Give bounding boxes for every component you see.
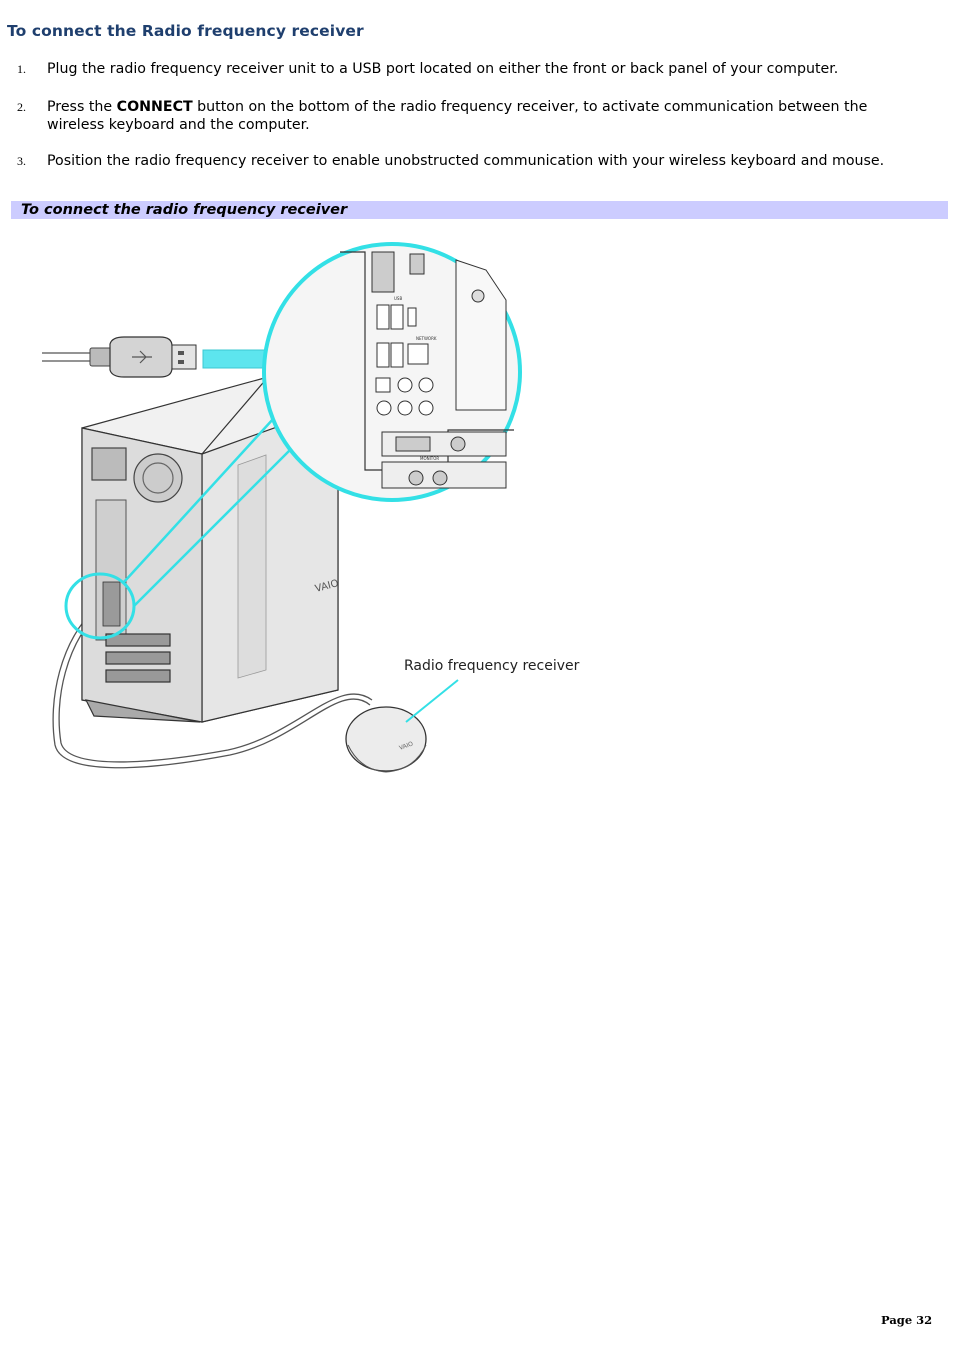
port-highlight-circle (64, 572, 136, 640)
receiver-brand-mark: VAIO (398, 740, 414, 752)
step-text: Position the radio frequency receiver to… (47, 153, 885, 169)
monitor-port-label: MONITOR (420, 456, 439, 461)
page-title: To connect the Radio frequency receiver (7, 22, 364, 40)
receiver-callout-label: Radio frequency receiver (404, 658, 580, 674)
page-number: Page 32 (881, 1313, 933, 1327)
usb-port-label: USB (394, 296, 402, 301)
step-text: Press the CONNECT button on the bottom o… (47, 98, 907, 134)
step-text-after: button on the bottom of the radio freque… (47, 99, 868, 133)
figure-caption-bar: To connect the radio frequency receiver (11, 201, 948, 219)
computer-tower: VAIO (81, 376, 340, 723)
figure-caption: To connect the radio frequency receiver (21, 202, 348, 218)
callout-line (405, 679, 459, 723)
zoom-circle: USB NETWORK MONITOR (262, 242, 522, 502)
receiver-device: VAIO (345, 706, 427, 773)
step-number: 2. (17, 100, 26, 114)
usb-cable (42, 352, 373, 769)
connect-keyword: CONNECT (116, 99, 193, 115)
step-number: 1. (17, 62, 26, 76)
usb-plug (89, 336, 197, 378)
zoom-connector (123, 417, 293, 607)
network-port-label: NETWORK (416, 336, 437, 341)
step-text: Plug the radio frequency receiver unit t… (47, 61, 839, 77)
connection-illustration: VAIO USB NETWORK (42, 242, 522, 773)
step-text-before: Press the (47, 99, 117, 115)
step-number: 3. (17, 154, 26, 168)
